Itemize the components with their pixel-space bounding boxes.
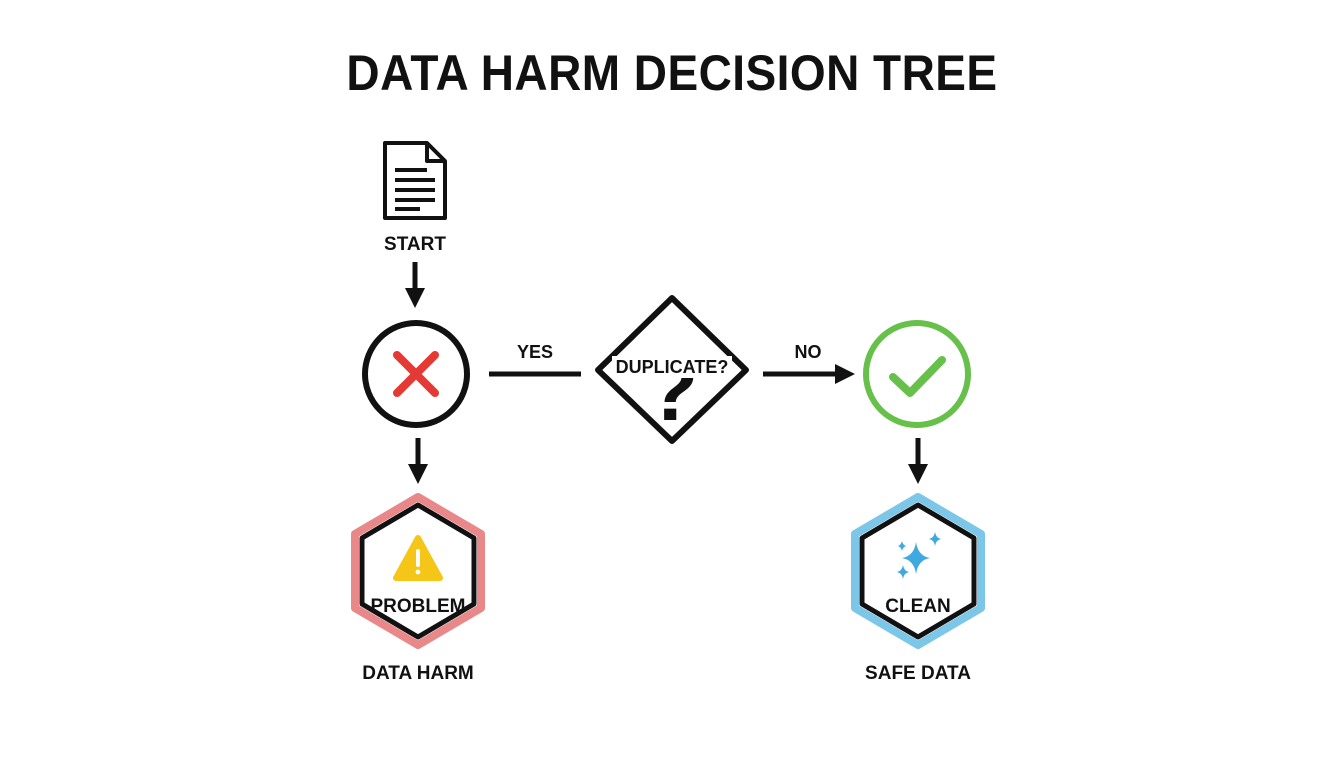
clean-caption: SAFE DATA — [865, 663, 971, 684]
reject-node — [362, 320, 470, 428]
decision-label-backdrop — [612, 356, 732, 378]
document-icon — [383, 141, 447, 220]
clean-node: CLEAN SAFE DATA — [851, 493, 985, 684]
start-label: START — [384, 234, 446, 255]
sparkles-icon — [897, 532, 941, 579]
yes-label: YES — [517, 342, 553, 362]
warning-icon — [393, 535, 443, 581]
diagram-title: DATA HARM DECISION TREE — [346, 45, 998, 101]
accept-node — [863, 320, 971, 428]
decision-label: DUPLICATE? — [616, 357, 729, 377]
clean-label: CLEAN — [885, 596, 950, 617]
x-mark-icon — [393, 351, 439, 397]
decision-node: ? DUPLICATE? — [595, 295, 749, 444]
problem-label: PROBLEM — [371, 596, 466, 617]
no-label: NO — [795, 342, 822, 362]
problem-caption: DATA HARM — [362, 663, 474, 684]
problem-node: PROBLEM DATA HARM — [351, 493, 485, 684]
check-mark-icon — [889, 356, 946, 397]
start-node: START — [383, 141, 447, 255]
